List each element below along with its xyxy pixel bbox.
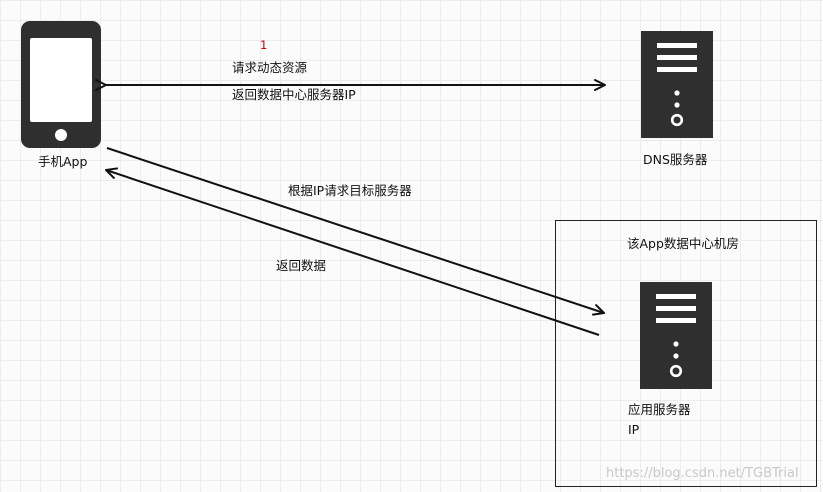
return-ip-label: 返回数据中心服务器IP — [232, 87, 356, 102]
request-to-server-arrow — [106, 147, 605, 316]
datacenter-label: 该App数据中心机房 — [627, 236, 739, 251]
watermark-text: https://blog.csdn.net/TGBTrial — [606, 466, 799, 481]
step-number: 1 — [260, 38, 268, 52]
dns-server-label: DNS服务器 — [643, 152, 708, 167]
dns-server-icon — [641, 31, 713, 138]
app-server-icon — [640, 282, 712, 389]
request-resource-label: 请求动态资源 — [232, 60, 308, 75]
app-server-ip-label: IP — [628, 422, 640, 437]
return-to-phone-arrow — [105, 167, 600, 336]
smartphone-icon — [21, 21, 101, 148]
app-server-label: 应用服务器 — [628, 402, 691, 417]
request-by-ip-label: 根据IP请求目标服务器 — [288, 183, 412, 198]
phone-label: 手机App — [38, 154, 88, 169]
datacenter-frame — [555, 220, 817, 487]
return-data-label: 返回数据 — [276, 258, 327, 273]
